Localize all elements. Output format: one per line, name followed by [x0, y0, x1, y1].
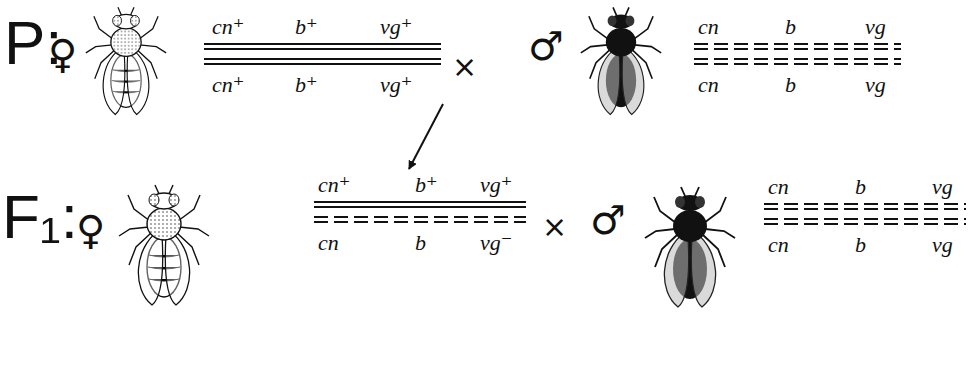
gene-symbol: cn⁺: [212, 16, 244, 38]
mutant-male-fly: [645, 187, 735, 307]
gene-symbol: cn⁺: [212, 74, 244, 96]
gene-symbol: b: [415, 232, 426, 254]
generation-label: F₁:: [2, 186, 78, 248]
gene-symbol: b: [785, 16, 796, 38]
cross-sign: ×: [452, 52, 477, 82]
gene-symbol: cn: [698, 16, 719, 38]
gene-symbol: vg⁺: [480, 174, 512, 196]
male-symbol: ♂: [590, 200, 626, 240]
mutant-male-fly: [581, 7, 661, 114]
chromatid-line: [764, 218, 966, 220]
wild-type-female-fly: [86, 7, 166, 114]
male-symbol: ♂: [528, 26, 564, 66]
chromatid-line: [314, 216, 526, 218]
gene-symbol: vg: [865, 16, 886, 38]
female-symbol: ♀: [76, 210, 105, 250]
genotype-chromosomes: cn b vg cn b vg: [690, 12, 905, 104]
gene-symbol: b: [785, 74, 796, 96]
gene-symbol: cn: [698, 74, 719, 96]
gene-symbol: vg⁺: [380, 74, 412, 96]
gene-symbol: b⁺: [295, 74, 318, 96]
genotype-chromosomes: cn⁺ b⁺ vg⁺ cn b vg⁻: [310, 170, 530, 262]
cross-arrow: [409, 104, 443, 169]
gene-symbol: vg⁺: [380, 16, 412, 38]
gene-symbol: vg: [865, 74, 886, 96]
chromatid-line: [694, 43, 901, 45]
gene-symbol: b: [855, 176, 866, 198]
chromatid-line: [204, 48, 441, 50]
chromatid-line: [764, 223, 966, 225]
gene-symbol: cn: [768, 176, 789, 198]
gene-symbol: vg⁻: [480, 232, 512, 254]
gene-symbol: b: [855, 234, 866, 256]
gene-symbol: cn: [768, 234, 789, 256]
chromatid-line: [694, 63, 901, 65]
chromatid-line: [204, 58, 441, 60]
chromatid-line: [314, 221, 526, 223]
chromatid-line: [314, 206, 526, 208]
cross-sign: ×: [542, 212, 567, 242]
chromatid-line: [314, 201, 526, 203]
gene-symbol: vg: [932, 176, 953, 198]
f1-female-fly: [119, 185, 209, 305]
chromatid-line: [694, 58, 901, 60]
chromatid-line: [764, 208, 966, 210]
gene-symbol: vg: [932, 234, 953, 256]
gene-symbol: b⁺: [295, 16, 318, 38]
chromatid-line: [694, 48, 901, 50]
female-symbol: ♀: [48, 34, 77, 74]
chromatid-line: [764, 203, 966, 205]
gene-symbol: cn: [318, 232, 339, 254]
chromatid-line: [204, 63, 441, 65]
chromatid-line: [204, 43, 441, 45]
gene-symbol: b⁺: [415, 174, 438, 196]
genotype-chromosomes: cn⁺ b⁺ vg⁺ cn⁺ b⁺ vg⁺: [200, 12, 445, 104]
genotype-chromosomes: cn b vg cn b vg: [760, 172, 970, 264]
gene-symbol: cn⁺: [318, 174, 350, 196]
